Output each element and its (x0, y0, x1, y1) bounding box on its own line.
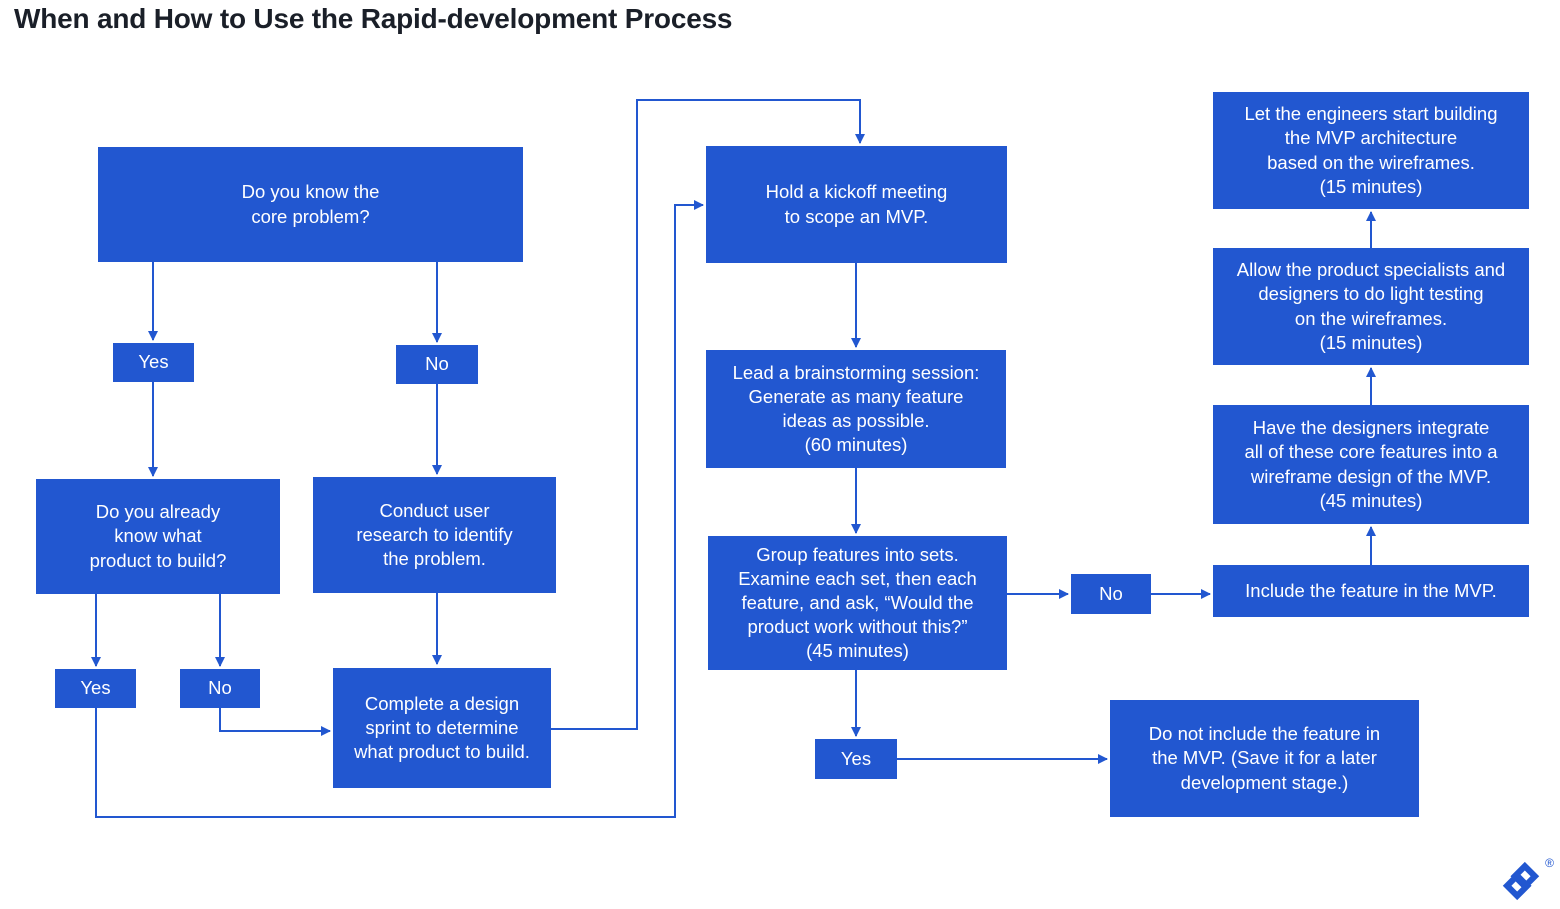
node-yes-core: Yes (113, 343, 194, 382)
node-conduct-research: Conduct user research to identify the pr… (313, 477, 556, 593)
node-allow-testing: Allow the product specialists and design… (1213, 248, 1529, 365)
node-know-product: Do you already know what product to buil… (36, 479, 280, 594)
node-no-core: No (396, 345, 478, 384)
node-do-not-include: Do not include the feature in the MVP. (… (1110, 700, 1419, 817)
node-have-designers: Have the designers integrate all of thes… (1213, 405, 1529, 524)
diagram-title: When and How to Use the Rapid-developmen… (14, 3, 733, 34)
node-yes-group: Yes (815, 739, 897, 779)
connector-no-product-to-sprint (219, 708, 331, 736)
connector-sprint-to-kickoff (551, 99, 865, 730)
node-brainstorm: Lead a brainstorming session: Generate a… (706, 350, 1006, 468)
node-core-problem: Do you know the core problem? (98, 147, 523, 262)
node-no-product: No (180, 669, 260, 708)
node-design-sprint: Complete a design sprint to determine wh… (333, 668, 551, 788)
node-yes-product: Yes (55, 669, 136, 708)
connector-yes-product-to-kickoff (95, 200, 704, 818)
node-group-features: Group features into sets. Examine each s… (708, 536, 1007, 670)
registered-mark: ® (1545, 856, 1554, 870)
toptal-logo-icon (1502, 861, 1540, 901)
node-kickoff: Hold a kickoff meeting to scope an MVP. (706, 146, 1007, 263)
node-include-feature: Include the feature in the MVP. (1213, 565, 1529, 617)
node-let-engineers: Let the engineers start building the MVP… (1213, 92, 1529, 209)
node-no-group: No (1071, 574, 1151, 614)
toptal-logo: ® (1498, 856, 1556, 904)
